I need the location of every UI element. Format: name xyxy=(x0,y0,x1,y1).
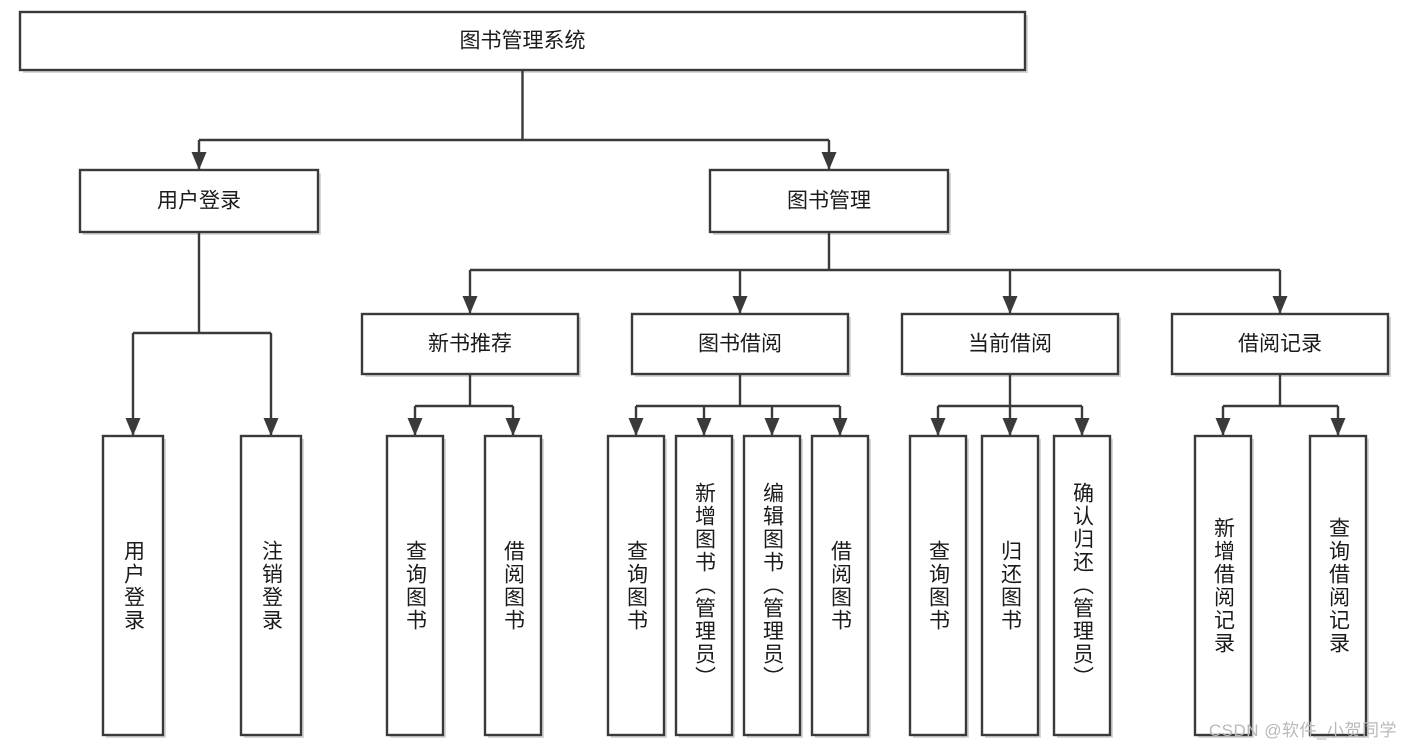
node-label-user-login: 用户登录 xyxy=(157,190,241,213)
node-borrow-record[interactable] xyxy=(1170,312,1391,377)
node-label-new-book-recommend: 新书推荐 xyxy=(428,333,512,356)
arrow-head-confirm-return xyxy=(1074,418,1090,436)
node-new-book-recommend[interactable] xyxy=(360,312,581,377)
node-query-book-3[interactable] xyxy=(908,434,969,738)
node-borrow-book-2[interactable] xyxy=(810,434,871,738)
arrow-head-user-login xyxy=(191,152,207,170)
node-label-current-borrow: 当前借阅 xyxy=(968,333,1052,356)
node-return-book[interactable] xyxy=(980,434,1041,738)
node-current-borrow[interactable] xyxy=(900,312,1121,377)
node-query-book-2[interactable] xyxy=(606,434,667,738)
node-add-borrow-record[interactable] xyxy=(1193,434,1254,738)
watermark-text: CSDN @软件_小贺同学 xyxy=(1208,721,1397,740)
arrow-head-user-logout xyxy=(263,418,279,436)
arrow-head-query-book-1 xyxy=(407,418,423,436)
arrow-head-add-book xyxy=(696,418,712,436)
arrow-head-user-login-do xyxy=(125,418,141,436)
arrow-head-book-management xyxy=(821,152,837,170)
arrow-head-borrow-record xyxy=(1272,296,1288,314)
arrow-head-borrow-book-2 xyxy=(832,418,848,436)
arrow-head-query-book-2 xyxy=(628,418,644,436)
arrow-head-query-book-3 xyxy=(930,418,946,436)
node-label-root: 图书管理系统 xyxy=(460,30,586,53)
arrow-head-borrow-book-1 xyxy=(505,418,521,436)
node-label-borrow-record: 借阅记录 xyxy=(1238,333,1322,356)
arrow-head-new-book-recommend xyxy=(462,296,478,314)
node-label-book-borrow: 图书借阅 xyxy=(698,333,782,356)
node-user-logout[interactable] xyxy=(239,434,304,738)
arrow-head-return-book xyxy=(1002,418,1018,436)
node-book-management[interactable] xyxy=(708,168,951,235)
node-query-borrow-record[interactable] xyxy=(1308,434,1369,738)
node-book-borrow[interactable] xyxy=(630,312,851,377)
node-user-login-do[interactable] xyxy=(101,434,166,738)
arrow-head-edit-book xyxy=(764,418,780,436)
node-query-book-1[interactable] xyxy=(385,434,446,738)
node-confirm-return[interactable] xyxy=(1052,434,1113,738)
node-borrow-book-1[interactable] xyxy=(483,434,544,738)
arrow-head-query-borrow-record xyxy=(1330,418,1346,436)
node-root[interactable] xyxy=(18,10,1028,73)
arrow-head-book-borrow xyxy=(732,296,748,314)
node-edit-book[interactable] xyxy=(742,434,803,738)
node-label-book-management: 图书管理 xyxy=(787,190,871,213)
arrow-head-current-borrow xyxy=(1002,296,1018,314)
node-add-book[interactable] xyxy=(674,434,735,738)
node-user-login[interactable] xyxy=(78,168,321,235)
arrow-head-add-borrow-record xyxy=(1215,418,1231,436)
